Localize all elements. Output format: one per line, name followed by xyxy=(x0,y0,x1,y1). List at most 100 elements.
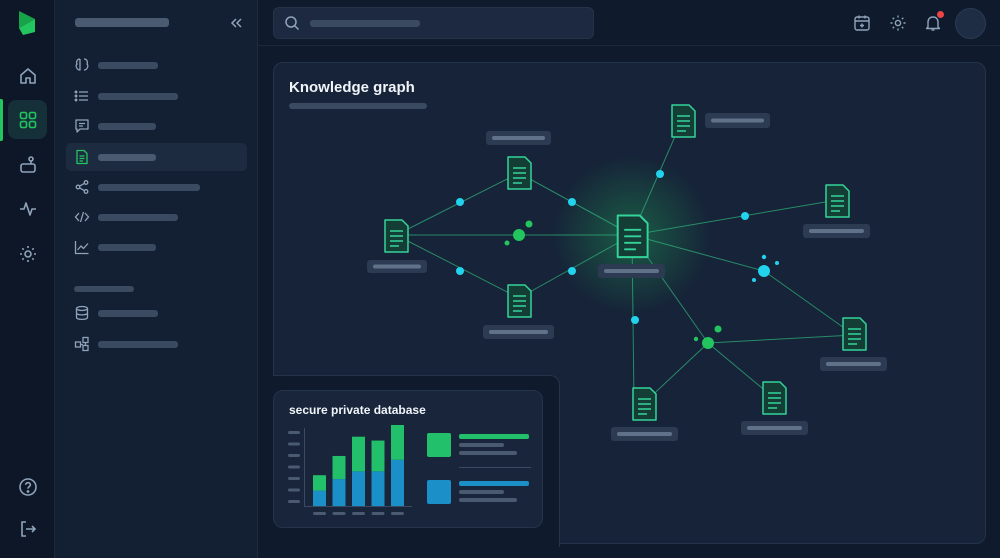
y-tick-label xyxy=(288,488,300,492)
graph-subtitle-placeholder xyxy=(289,103,427,109)
search-input[interactable] xyxy=(273,7,594,39)
x-tick-label xyxy=(391,512,404,515)
bar-segment-green xyxy=(352,436,365,472)
sidebar-item-documents[interactable] xyxy=(66,143,247,171)
legend-divider xyxy=(459,467,531,468)
rail-analytics-button[interactable] xyxy=(8,189,47,228)
bar-segment-green xyxy=(332,455,346,480)
bar-segment-blue xyxy=(332,479,346,506)
bar-segment-blue xyxy=(352,471,365,506)
document-icon xyxy=(76,149,88,165)
doc-node-top-left[interactable] xyxy=(486,131,551,190)
chart-icon xyxy=(74,241,89,255)
doc-node-bottom[interactable] xyxy=(611,387,678,441)
double-chevron-left-icon xyxy=(230,18,242,28)
legend-text-placeholder xyxy=(459,434,529,439)
sidebar-item-integrations[interactable] xyxy=(66,330,247,358)
bar-segment-green xyxy=(313,475,326,491)
sidebar-item-analytics[interactable] xyxy=(66,233,247,261)
code-icon xyxy=(74,211,90,223)
y-tick-label xyxy=(288,465,300,469)
bar-segment-green xyxy=(371,440,385,472)
legend-text-placeholder xyxy=(459,443,504,447)
doc-node-far-right[interactable] xyxy=(820,317,887,371)
analytics-icon xyxy=(19,201,36,216)
doc-node-bottom-right[interactable] xyxy=(741,381,808,435)
rail-home-button[interactable] xyxy=(8,56,47,95)
chat-icon xyxy=(75,119,89,133)
sidebar-item-share[interactable] xyxy=(66,173,247,201)
rail-workflow-button[interactable] xyxy=(8,145,47,184)
knowledge-graph xyxy=(367,104,887,441)
bar-segment-blue xyxy=(313,490,326,506)
logo-icon[interactable] xyxy=(14,8,42,38)
rail-dashboard-button[interactable] xyxy=(8,100,47,139)
sidebar-item-code[interactable] xyxy=(66,203,247,231)
legend-swatch-blue xyxy=(427,480,451,504)
dashboard-grid-icon xyxy=(19,111,36,128)
y-tick-label xyxy=(288,431,300,434)
top-bar xyxy=(258,0,1000,46)
bar-segment-green xyxy=(391,425,404,460)
legend-text-placeholder xyxy=(459,451,517,455)
section-header-placeholder xyxy=(74,286,134,292)
bell-icon xyxy=(925,16,941,31)
logout-icon xyxy=(20,520,36,537)
database-legend xyxy=(427,433,531,504)
graph-title: Knowledge graph xyxy=(289,79,415,96)
bar-segment-blue xyxy=(371,471,385,506)
calendar-add-icon xyxy=(854,15,870,31)
legend-swatch-green xyxy=(427,433,451,457)
database-icon xyxy=(75,305,89,321)
workflow-icon xyxy=(19,155,36,173)
x-axis xyxy=(304,506,412,507)
y-tick-label xyxy=(288,500,300,503)
bar-segment-blue xyxy=(391,459,404,506)
rail-help-button[interactable] xyxy=(8,467,47,506)
list-icon xyxy=(74,90,88,102)
workspace-name-placeholder xyxy=(75,18,169,27)
rail-logout-button[interactable] xyxy=(8,509,47,548)
x-tick-label xyxy=(313,512,326,515)
doc-node-right[interactable] xyxy=(803,184,870,238)
collapse-sidebar-button[interactable] xyxy=(227,14,245,32)
search-icon xyxy=(285,16,300,31)
user-avatar[interactable] xyxy=(955,8,986,39)
help-icon xyxy=(18,477,37,496)
sidebar-item-list[interactable] xyxy=(66,82,247,110)
doc-node-central[interactable] xyxy=(598,214,665,279)
settings-icon xyxy=(19,245,36,262)
settings-button[interactable] xyxy=(887,12,909,34)
home-icon xyxy=(19,67,36,84)
calendar-add-button[interactable] xyxy=(851,12,873,34)
notifications-button[interactable] xyxy=(922,11,944,34)
database-bar-chart xyxy=(288,425,412,515)
share-icon xyxy=(75,180,89,194)
sidebar-item-brain[interactable] xyxy=(66,51,247,79)
database-title: secure private database xyxy=(289,403,426,417)
sidebar xyxy=(55,0,258,558)
y-tick-label xyxy=(288,477,300,480)
x-tick-label xyxy=(352,512,365,515)
x-tick-label xyxy=(332,512,346,515)
legend-text-placeholder xyxy=(459,481,529,486)
y-axis xyxy=(304,428,305,507)
rail-settings-button[interactable] xyxy=(8,234,47,273)
legend-text-placeholder xyxy=(459,498,517,502)
doc-node-left[interactable] xyxy=(367,219,427,273)
x-tick-label xyxy=(371,512,385,515)
brain-icon xyxy=(75,58,89,71)
notification-dot xyxy=(937,11,944,18)
integrations-icon xyxy=(74,336,89,352)
legend-text-placeholder xyxy=(459,490,504,494)
doc-node-bottom-left[interactable] xyxy=(483,284,554,339)
sidebar-item-chat[interactable] xyxy=(66,112,247,140)
doc-node-top[interactable] xyxy=(671,104,770,138)
gear-icon xyxy=(890,15,906,31)
y-tick-label xyxy=(288,454,300,457)
icon-rail xyxy=(0,0,55,558)
secure-database-panel: secure private database xyxy=(273,390,543,528)
sidebar-item-database[interactable] xyxy=(66,299,247,327)
y-tick-label xyxy=(288,442,300,446)
graph-hub-nodes xyxy=(456,170,779,349)
